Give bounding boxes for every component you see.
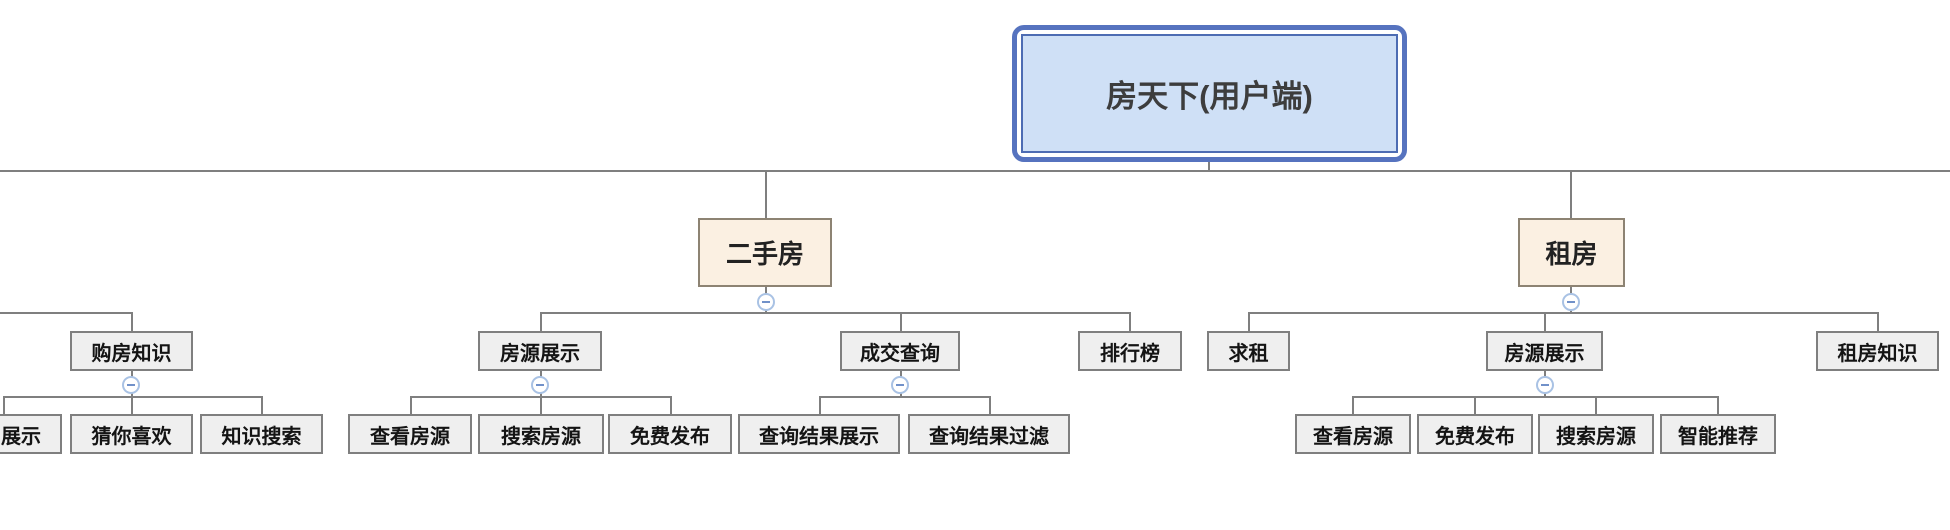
connector-line — [1248, 312, 1250, 331]
mindmap-node-chaxun-jieguo-zhanshi[interactable]: 查询结果展示 — [738, 414, 900, 454]
connector-line — [1570, 170, 1572, 218]
mindmap-node-fangyuan-zhanshi-2[interactable]: 房源展示 — [1486, 331, 1603, 371]
mindmap-node-zhishi-sousuo[interactable]: 知识搜索 — [200, 414, 323, 454]
mindmap-node-zufang[interactable]: 租房 — [1518, 218, 1625, 287]
mindmap-node-cainixihuan[interactable]: 猜你喜欢 — [70, 414, 193, 454]
connector-line — [1129, 312, 1131, 331]
collapse-minus-icon-goufang-zhishi[interactable] — [122, 376, 140, 394]
connector-line — [819, 396, 821, 414]
connector-line — [261, 396, 263, 414]
connector-line — [0, 312, 133, 314]
mindmap-node-chengjiao-chaxun[interactable]: 成交查询 — [840, 331, 960, 371]
minus-glyph — [762, 301, 770, 303]
connector-line — [540, 312, 542, 331]
collapse-minus-icon-zufang[interactable] — [1562, 293, 1580, 311]
connector-line — [1352, 396, 1354, 414]
mindmap-node-root[interactable]: 房天下(用户端) — [1012, 25, 1407, 162]
mindmap-node-goufang-zhishi[interactable]: 购房知识 — [70, 331, 193, 371]
connector-line — [1208, 162, 1210, 171]
collapse-minus-icon-ershoufang[interactable] — [757, 293, 775, 311]
collapse-minus-icon-fangyuan-zhanshi-2[interactable] — [1536, 376, 1554, 394]
connector-line — [1595, 396, 1597, 414]
root-topic-label: 房天下(用户端) — [1021, 34, 1398, 153]
minus-glyph — [1567, 301, 1575, 303]
mindmap-node-qiuzu[interactable]: 求租 — [1207, 331, 1290, 371]
mindmap-node-paihangbang[interactable]: 排行榜 — [1078, 331, 1182, 371]
connector-line — [1352, 396, 1718, 398]
mindmap-node-zufang-zhishi[interactable]: 租房知识 — [1816, 331, 1939, 371]
connector-line — [131, 396, 133, 414]
mindmap-node-fangyuan-zhanshi-1[interactable]: 房源展示 — [478, 331, 602, 371]
connector-line — [3, 396, 5, 414]
connector-line — [1544, 312, 1546, 331]
minus-glyph — [896, 384, 904, 386]
mindmap-node-ershoufang[interactable]: 二手房 — [698, 218, 832, 287]
connector-line — [900, 312, 902, 331]
minus-glyph — [1541, 384, 1549, 386]
mindmap-node-sousuo-fangyuan-2[interactable]: 搜索房源 — [1538, 414, 1654, 454]
connector-line — [819, 396, 990, 398]
connector-line — [0, 170, 1950, 172]
connector-line — [540, 396, 542, 414]
connector-line — [670, 396, 672, 414]
connector-line — [1877, 312, 1879, 331]
connector-line — [765, 170, 767, 218]
minus-glyph — [536, 384, 544, 386]
mindmap-node-zhineng-tuijian[interactable]: 智能推荐 — [1660, 414, 1776, 454]
connector-line — [1717, 396, 1719, 414]
connector-line — [131, 312, 133, 331]
collapse-minus-icon-chengjiao-chaxun[interactable] — [891, 376, 909, 394]
connector-line — [410, 396, 412, 414]
mindmap-node-mianfei-fabu-2[interactable]: 免费发布 — [1417, 414, 1533, 454]
mindmap-node-sousuo-fangyuan-1[interactable]: 搜索房源 — [478, 414, 604, 454]
minus-glyph — [127, 384, 135, 386]
connector-line — [540, 312, 1131, 314]
mindmap-node-chaxun-jieguo-guolv[interactable]: 查询结果过滤 — [908, 414, 1070, 454]
collapse-minus-icon-fangyuan-zhanshi-1[interactable] — [531, 376, 549, 394]
connector-line — [989, 396, 991, 414]
mindmap-node-mianfei-fabu-1[interactable]: 免费发布 — [608, 414, 732, 454]
mindmap-node-chakan-fangyuan-1[interactable]: 查看房源 — [348, 414, 472, 454]
connector-line — [1248, 312, 1878, 314]
mindmap-node-zhanshi-cut[interactable]: 展示 — [0, 414, 62, 454]
connector-line — [1474, 396, 1476, 414]
mindmap-node-chakan-fangyuan-2[interactable]: 查看房源 — [1295, 414, 1411, 454]
